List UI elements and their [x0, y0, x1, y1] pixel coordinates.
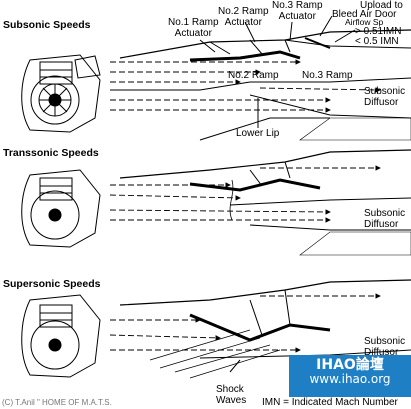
label-imn-greater: > 0.51IMN: [355, 26, 402, 37]
watermark-title: IHAO論壇: [316, 357, 384, 373]
watermark-url: www.ihao.org: [309, 372, 391, 387]
label-imn-less: < 0.5 IMN: [355, 36, 399, 47]
label-subsonic-diffuser-3: Subsonic Diffusor: [364, 336, 406, 358]
label-ramp2-actuator: No.2 Ramp Actuator: [218, 6, 269, 28]
panel-supersonic: [21, 279, 411, 386]
label-ramp2: No.2 Ramp: [228, 70, 279, 81]
copyright-text: (C) T.Anil " HOME OF M.A.T.S.: [2, 398, 112, 407]
label-shock-waves: Shock Waves: [216, 384, 247, 406]
label-upload-to: Upload to: [360, 0, 403, 11]
engine-cross-section-icon: [21, 294, 101, 378]
panel-transsonic: [21, 149, 411, 256]
heading-supersonic: Supersonic Speeds: [3, 278, 101, 290]
label-airflow: Airflow Sp: [345, 17, 384, 27]
engine-cross-section-icon: [21, 169, 101, 248]
label-subsonic-diffuser-1: Subsonic Diffusor: [364, 86, 406, 108]
label-ramp3: No.3 Ramp: [302, 70, 353, 81]
heading-subsonic: Subsonic Speeds: [3, 19, 91, 31]
label-bleed-air-door: Bleed Air Door: [332, 9, 397, 20]
label-ramp1-actuator: No.1 Ramp Actuator: [168, 17, 219, 39]
panel-subsonic: [21, 15, 411, 141]
site-watermark: IHAO論壇 www.ihao.org: [289, 355, 411, 397]
label-imn-legend: IMN = Indicated Mach Number: [262, 397, 398, 408]
label-lower-lip: Lower Lip: [236, 128, 280, 139]
label-ramp3-actuator: No.3 Ramp Actuator: [272, 0, 323, 22]
engine-cross-section-icon: [21, 54, 101, 133]
heading-transsonic: Transsonic Speeds: [3, 147, 99, 159]
label-subsonic-diffuser-2: Subsonic Diffusor: [364, 208, 406, 230]
